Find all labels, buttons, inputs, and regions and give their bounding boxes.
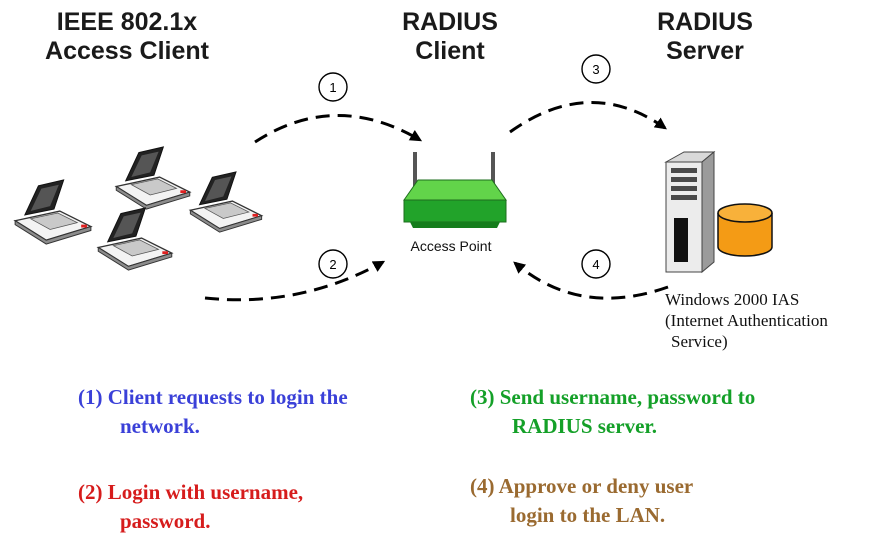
step-2-arrow	[204, 260, 386, 302]
server-label-line2: (Internet Authentication	[665, 311, 828, 330]
laptop-icon	[115, 146, 191, 210]
radius-client-heading-line1: RADIUS	[402, 8, 498, 36]
step-2-badge: 2	[318, 249, 348, 279]
radius-client-heading-line2: Client	[415, 37, 485, 65]
step-2-note: (2) Login with username, password.	[78, 478, 303, 536]
step-1-note-line2: network.	[120, 414, 200, 438]
step-1-arrow	[254, 114, 423, 144]
radius-server-heading-line2: Server	[666, 37, 744, 65]
step-3-arrow	[509, 101, 667, 134]
access-point-label: Access Point	[410, 238, 492, 254]
step-4-number: 4	[592, 257, 599, 272]
access-client-heading: IEEE 802.1x Access Client	[20, 8, 234, 66]
step-2-note-line1: (2) Login with username,	[78, 480, 304, 504]
step-4-note-line2: login to the LAN.	[510, 503, 666, 527]
radius-server-heading: RADIUS Server	[630, 8, 780, 66]
laptop-icon	[189, 171, 263, 233]
server-label-line1: Windows 2000 IAS	[665, 290, 800, 309]
step-1-number: 1	[329, 80, 336, 95]
step-1-badge: 1	[318, 72, 348, 102]
radius-server-heading-line1: RADIUS	[657, 8, 753, 36]
step-4-badge: 4	[581, 249, 611, 279]
step-4-note: (4) Approve or deny user login to the LA…	[470, 472, 693, 530]
step-3-note-line1: (3) Send username, password to	[470, 385, 756, 409]
access-point-icon	[403, 152, 507, 228]
step-2-note-line2: password.	[120, 509, 211, 533]
server-label: Windows 2000 IAS (Internet Authenticatio…	[665, 289, 883, 352]
step-3-note-line2: RADIUS server.	[512, 414, 658, 438]
server-tower-icon	[664, 150, 716, 274]
step-1-note-line1: (1) Client requests to login the	[78, 385, 348, 409]
step-3-number: 3	[592, 62, 599, 77]
step-4-arrow	[513, 261, 669, 300]
step-4-note-line1: (4) Approve or deny user	[470, 474, 694, 498]
step-1-note: (1) Client requests to login the network…	[78, 383, 348, 441]
laptop-icon	[97, 207, 173, 271]
access-client-heading-line1: IEEE 802.1x	[56, 8, 198, 36]
radius-client-heading: RADIUS Client	[375, 8, 525, 66]
laptop-icon	[14, 179, 92, 245]
step-3-badge: 3	[581, 54, 611, 84]
database-icon	[717, 203, 773, 257]
access-client-heading-line2: Access Client	[45, 37, 209, 65]
step-3-note: (3) Send username, password to RADIUS se…	[470, 383, 755, 441]
step-2-number: 2	[329, 257, 336, 272]
server-label-line3: Service)	[671, 332, 728, 351]
